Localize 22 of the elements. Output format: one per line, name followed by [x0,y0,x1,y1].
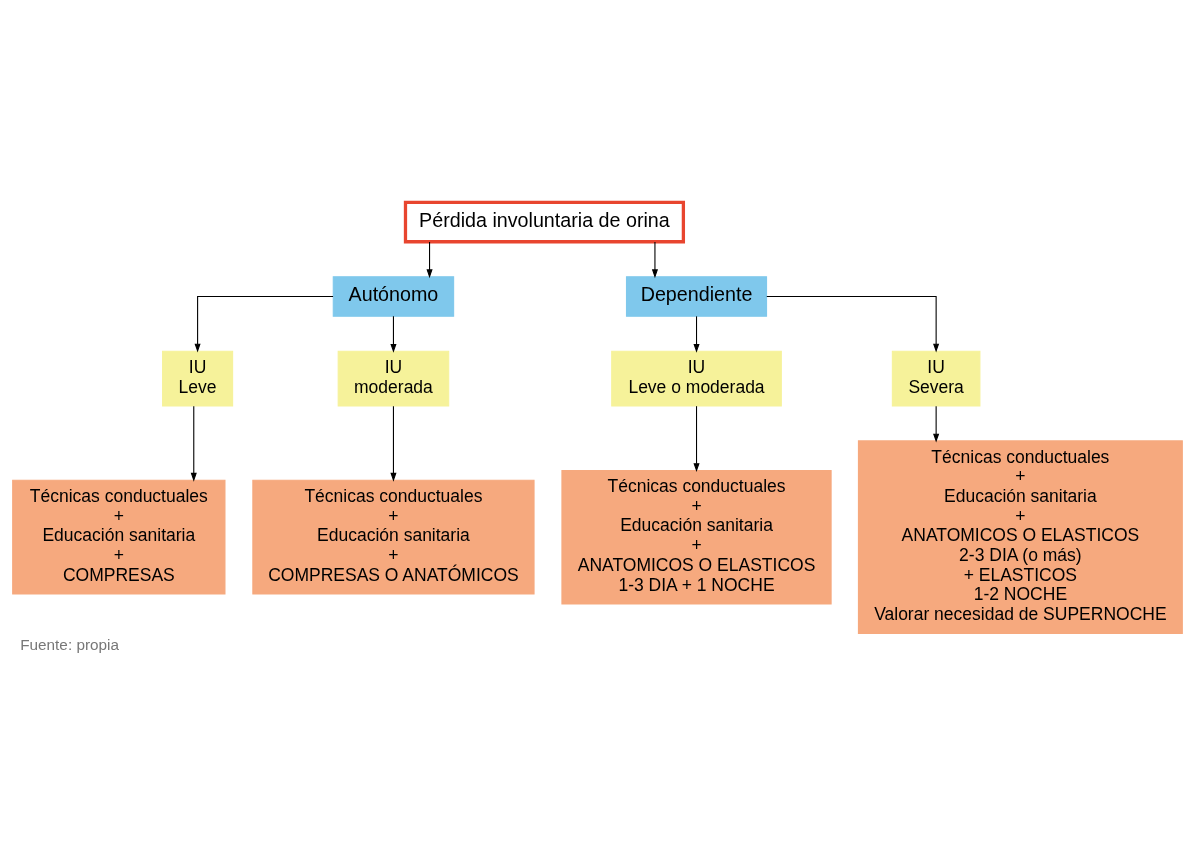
node-box: IU Severa [891,350,981,407]
arrow [390,315,397,353]
node-box: Autónomo [332,276,455,317]
node-box: Técnicas conductuales + Educación sanitaria + COMPRESAS O ANATÓMICOS [252,479,535,595]
node-box: Técnicas conductuales + Educación sanitaria + ANATOMICOS O ELASTICOS 1-3 DIA + 1 NOCHE [561,469,832,605]
node-box: IU Leve [162,350,234,407]
caption: Fuente: propia [20,636,119,654]
arrow [190,405,197,482]
arrow [766,295,940,353]
arrow [194,295,334,353]
node-box: IU Leve o moderada [611,350,782,407]
arrow [693,405,700,472]
node-box: Técnicas conductuales + Educación sanitaria + ANATOMICOS O ELASTICOS 2-3 DIA (o más) + ELASTICOS 1-2 NOCHE Valorar necesidad de SUPERNOCHE [857,440,1183,634]
arrow [651,241,658,279]
node-box: IU moderada [337,350,450,407]
node-box: Técnicas conductuales + Educación sanitaria + COMPRESAS [12,479,226,595]
arrow [693,315,700,353]
arrow [933,405,940,443]
arrow [426,241,433,279]
node-box: Pérdida involuntaria de orina [403,200,686,244]
arrow [390,405,397,482]
node-box: Dependiente [625,276,768,317]
